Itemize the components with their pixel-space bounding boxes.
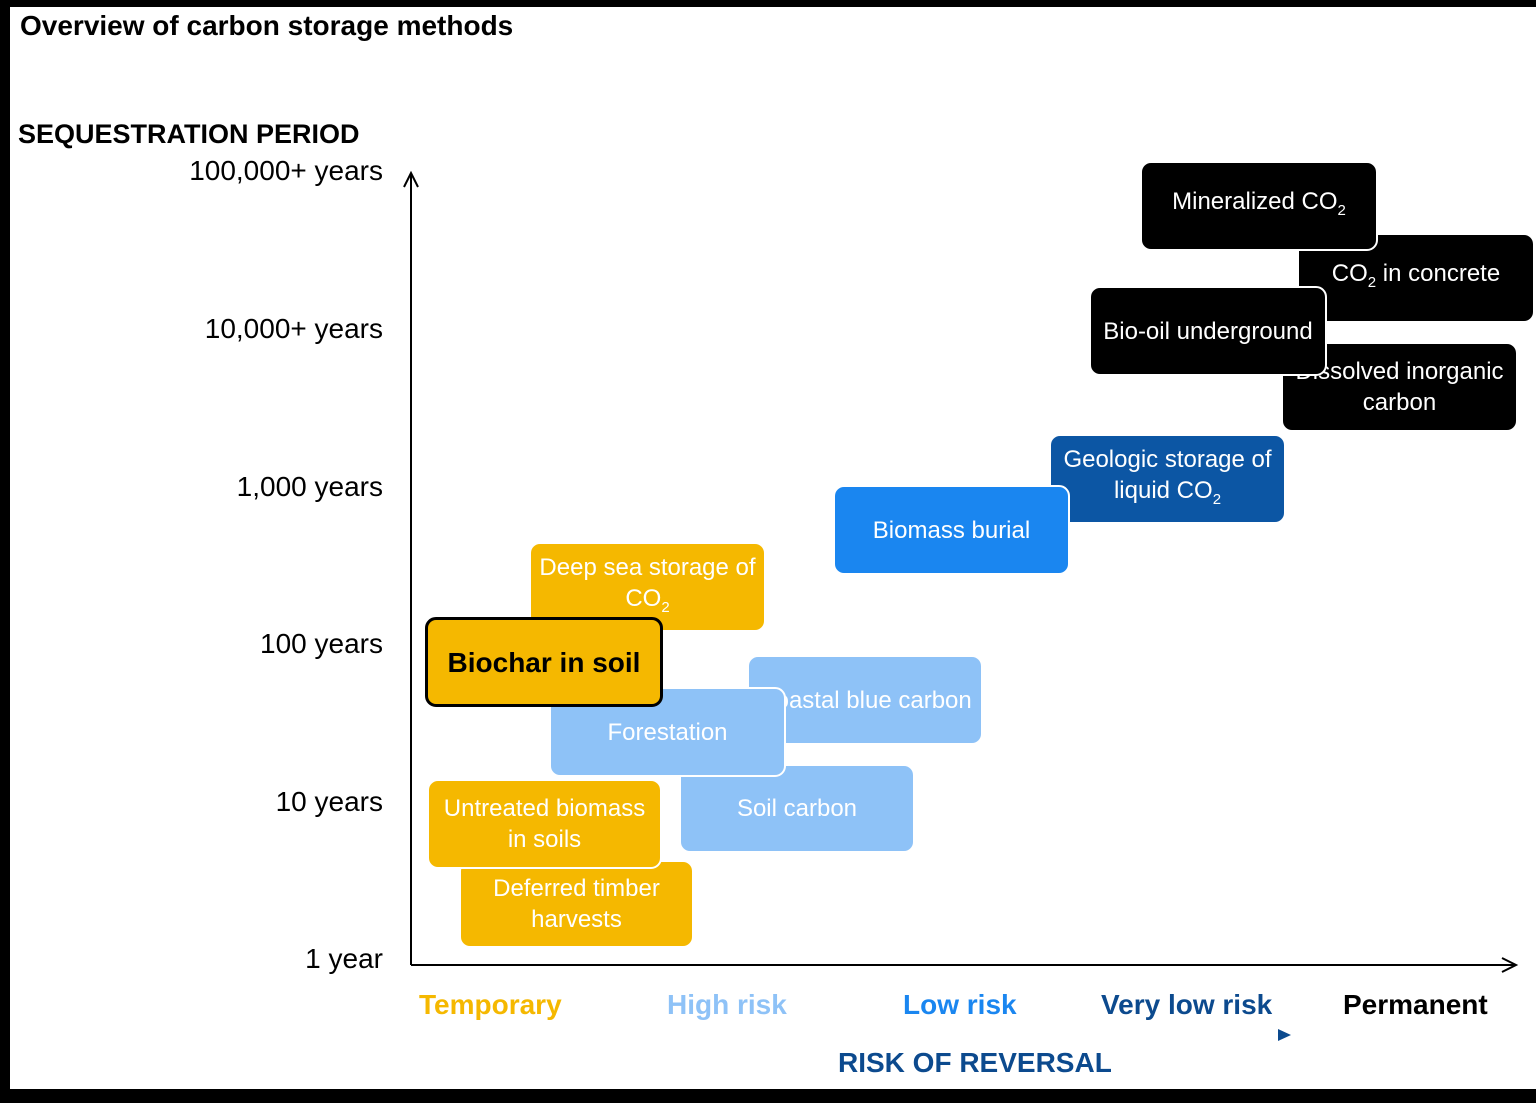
x-category-low-risk: Low risk <box>903 989 1017 1020</box>
x-category-temporary: Temporary <box>419 989 562 1020</box>
box-soil-carbon: Soil carbon <box>679 764 915 853</box>
box-deferred-timber-label: Deferred timber harvests <box>493 875 660 933</box>
box-biochar-in-soil: Biochar in soil <box>425 617 663 707</box>
y-tick-1: 1 year <box>305 943 383 974</box>
box-bio-oil-underground: Bio-oil underground <box>1089 286 1327 376</box>
box-forestation-label: Forestation <box>607 718 728 746</box>
y-tick-100: 100 years <box>260 628 383 659</box>
y-axis-title: SEQUESTRATION PERIOD <box>18 119 360 149</box>
risk-axis-title: RISK OF REVERSAL <box>838 1047 1112 1078</box>
figure-title: Overview of carbon storage methods <box>20 10 514 41</box>
box-coastal-blue-carbon-label: Coastal blue carbon <box>758 686 972 714</box>
x-category-very-low-risk: Very low risk <box>1101 989 1273 1020</box>
box-untreated-biomass: Untreated biomass in soils <box>427 779 662 869</box>
box-biomass-burial-front-label: Biomass burial <box>872 516 1031 544</box>
x-category-high-risk: High risk <box>667 989 787 1020</box>
y-tick-10000: 10,000+ years <box>204 313 383 344</box>
box-soil-carbon-label: Soil carbon <box>736 795 858 822</box>
box-biomass-burial-front: Biomass burial <box>833 485 1070 575</box>
y-axis-arrowhead <box>403 170 419 188</box>
y-tick-1000: 1,000 years <box>236 471 383 502</box>
box-untreated-biomass-label: Untreated biomass in soils <box>443 795 646 853</box>
box-dissolved-inorganic-carbon: Dissolved inorganic carbon <box>1281 342 1518 432</box>
box-bio-oil-underground-label: Bio-oil underground <box>1103 317 1313 345</box>
box-geologic-storage-label: Geologic storage of liquid CO2 <box>1063 445 1272 508</box>
box-coastal-blue-carbon: Coastal blue carbon <box>747 655 983 745</box>
x-axis-arrowhead <box>1501 957 1519 973</box>
figure: Overview of carbon storage methods SEQUE… <box>10 7 1536 1089</box>
y-tick-10: 10 years <box>275 786 383 817</box>
axes <box>403 170 1519 1041</box>
risk-arrow-head <box>1278 1029 1291 1041</box>
box-deep-sea-storage-label: Deep sea storage of CO2 <box>539 553 756 616</box>
box-geologic-storage: Geologic storage of liquid CO2 <box>1049 434 1286 524</box>
box-dissolved-inorganic-carbon-label: Dissolved inorganic carbon <box>1295 358 1504 416</box>
box-deferred-timber: Deferred timber harvests <box>459 860 694 948</box>
box-biochar-in-soil-label: Biochar in soil <box>447 646 641 678</box>
x-category-permanent: Permanent <box>1343 989 1488 1020</box>
box-co2-in-concrete-label: CO2 in concrete <box>1331 260 1501 291</box>
box-mineralized-co2-label: Mineralized CO2 <box>1172 188 1346 219</box>
box-mineralized-co2: Mineralized CO2 <box>1140 161 1378 251</box>
y-tick-100000: 100,000+ years <box>189 155 383 186</box>
